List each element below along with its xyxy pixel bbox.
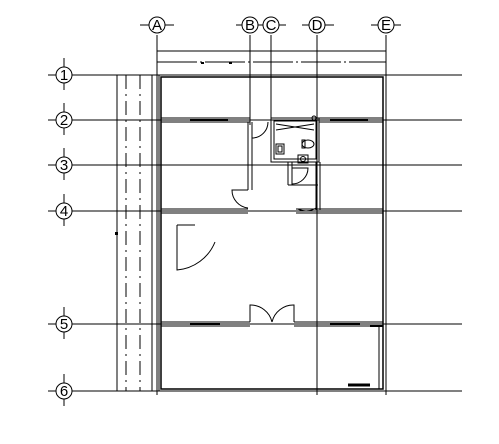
grid-label-6: 6 — [60, 383, 68, 400]
grid-label-2: 2 — [60, 112, 68, 129]
small-marks — [115, 62, 232, 235]
vertical-grid-bubbles: A B C D E — [140, 16, 401, 34]
grid-bubble-1: 1 — [48, 58, 75, 90]
grid-bubble-6: 6 — [48, 374, 75, 406]
grid-bubble-a: A — [140, 16, 174, 34]
grid-label-d: D — [312, 17, 323, 34]
grid-bubble-2: 2 — [48, 103, 75, 135]
grid-label-e: E — [381, 17, 391, 34]
interior-walls — [161, 117, 383, 389]
grid-lines — [75, 35, 462, 395]
grid-bubble-e: E — [371, 16, 401, 34]
grid-bubble-4: 4 — [48, 194, 75, 226]
grid-bubble-c: C — [258, 16, 286, 34]
grid-label-3: 3 — [60, 157, 68, 174]
door-swing-bathroom — [291, 167, 309, 185]
grid-bubble-d: D — [302, 16, 334, 34]
double-door-left — [249, 304, 273, 323]
grid-label-1: 1 — [60, 67, 68, 84]
grid-bubble-3: 3 — [48, 148, 75, 180]
shower-icon — [297, 154, 309, 164]
door-swing-room2 — [251, 121, 269, 139]
door-swing-room3-right — [297, 190, 317, 212]
outer-walls — [160, 76, 384, 390]
sink-icon — [275, 143, 285, 155]
dimension-line-top — [156, 46, 387, 88]
horizontal-grid-bubbles: 1 2 3 4 5 6 — [48, 58, 75, 406]
toilet-icon — [301, 139, 315, 149]
grid-label-4: 4 — [60, 203, 68, 220]
grid-bubble-5: 5 — [48, 307, 75, 339]
grid-label-b: B — [245, 17, 255, 34]
left-corridor — [116, 75, 160, 391]
bathroom-fixtures — [275, 115, 317, 164]
double-door-right — [271, 304, 295, 323]
grid-label-c: C — [266, 17, 277, 34]
door-swing-room3-left — [231, 189, 249, 209]
grid-label-a: A — [152, 17, 162, 34]
doors — [176, 121, 317, 323]
grid-label-5: 5 — [60, 316, 68, 333]
door-swing-living — [176, 225, 216, 271]
